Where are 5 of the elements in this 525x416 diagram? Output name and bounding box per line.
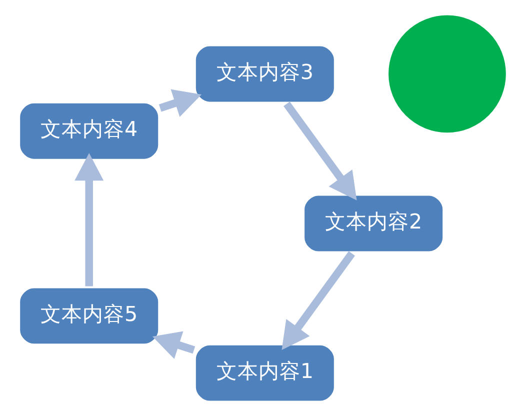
arrow (283, 102, 356, 200)
arrow (158, 89, 202, 117)
arrow (74, 153, 104, 286)
arrow (281, 251, 354, 350)
arrow (152, 331, 195, 359)
